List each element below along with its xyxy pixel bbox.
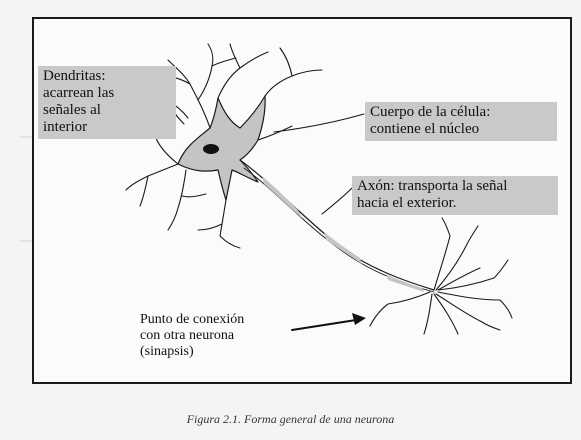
nucleus-shape xyxy=(203,144,219,154)
terminal-branch xyxy=(438,278,494,290)
dendrite-branch xyxy=(265,70,322,96)
terminal-branch xyxy=(438,292,500,300)
terminal-branch xyxy=(494,260,508,278)
dendrite-branch xyxy=(156,138,178,164)
figure-caption: Figura 2.1. Forma general de una neurona xyxy=(0,412,581,427)
dendrite-branch xyxy=(258,126,292,140)
dendrite-branch xyxy=(198,44,213,100)
synapse-arrowhead xyxy=(352,313,366,325)
dendrite-branch xyxy=(168,170,186,230)
synapse-arrow-shaft xyxy=(292,320,356,330)
terminal-branch xyxy=(370,292,430,326)
dendrites-label: Dendritas: acarrean las señales al inter… xyxy=(38,66,176,139)
dendrite-branch xyxy=(182,194,206,197)
cell-body-pointer-line xyxy=(274,114,364,132)
axon-shading xyxy=(386,274,424,292)
dendrite-branch xyxy=(198,224,222,230)
axon-shading xyxy=(262,176,302,218)
axon-label: Axón: transporta la señal hacia el exter… xyxy=(352,176,558,215)
cell-body-shape xyxy=(178,96,265,200)
dendrite-branch xyxy=(126,164,178,190)
cell-body-label: Cuerpo de la célula: contiene el núcleo xyxy=(365,102,557,141)
dendrite-branch xyxy=(220,200,240,248)
synapse-arrow xyxy=(292,313,366,330)
synapse-label: Punto de conexión con otra neurona (sina… xyxy=(140,312,300,360)
axon-shading xyxy=(324,232,362,264)
dendrite-branch xyxy=(218,52,268,98)
dendrite-branch xyxy=(230,44,240,68)
axon-terminals xyxy=(370,218,512,334)
terminal-branch xyxy=(442,218,450,236)
terminal-branch xyxy=(466,226,478,246)
terminal-branch xyxy=(482,322,500,330)
axon-pointer-line xyxy=(322,188,352,214)
terminal-branch xyxy=(500,300,512,318)
dendrite-branch xyxy=(280,48,292,76)
dendrite-branch xyxy=(140,176,148,206)
dendrite-branch xyxy=(212,58,236,66)
terminal-branch xyxy=(424,294,432,334)
